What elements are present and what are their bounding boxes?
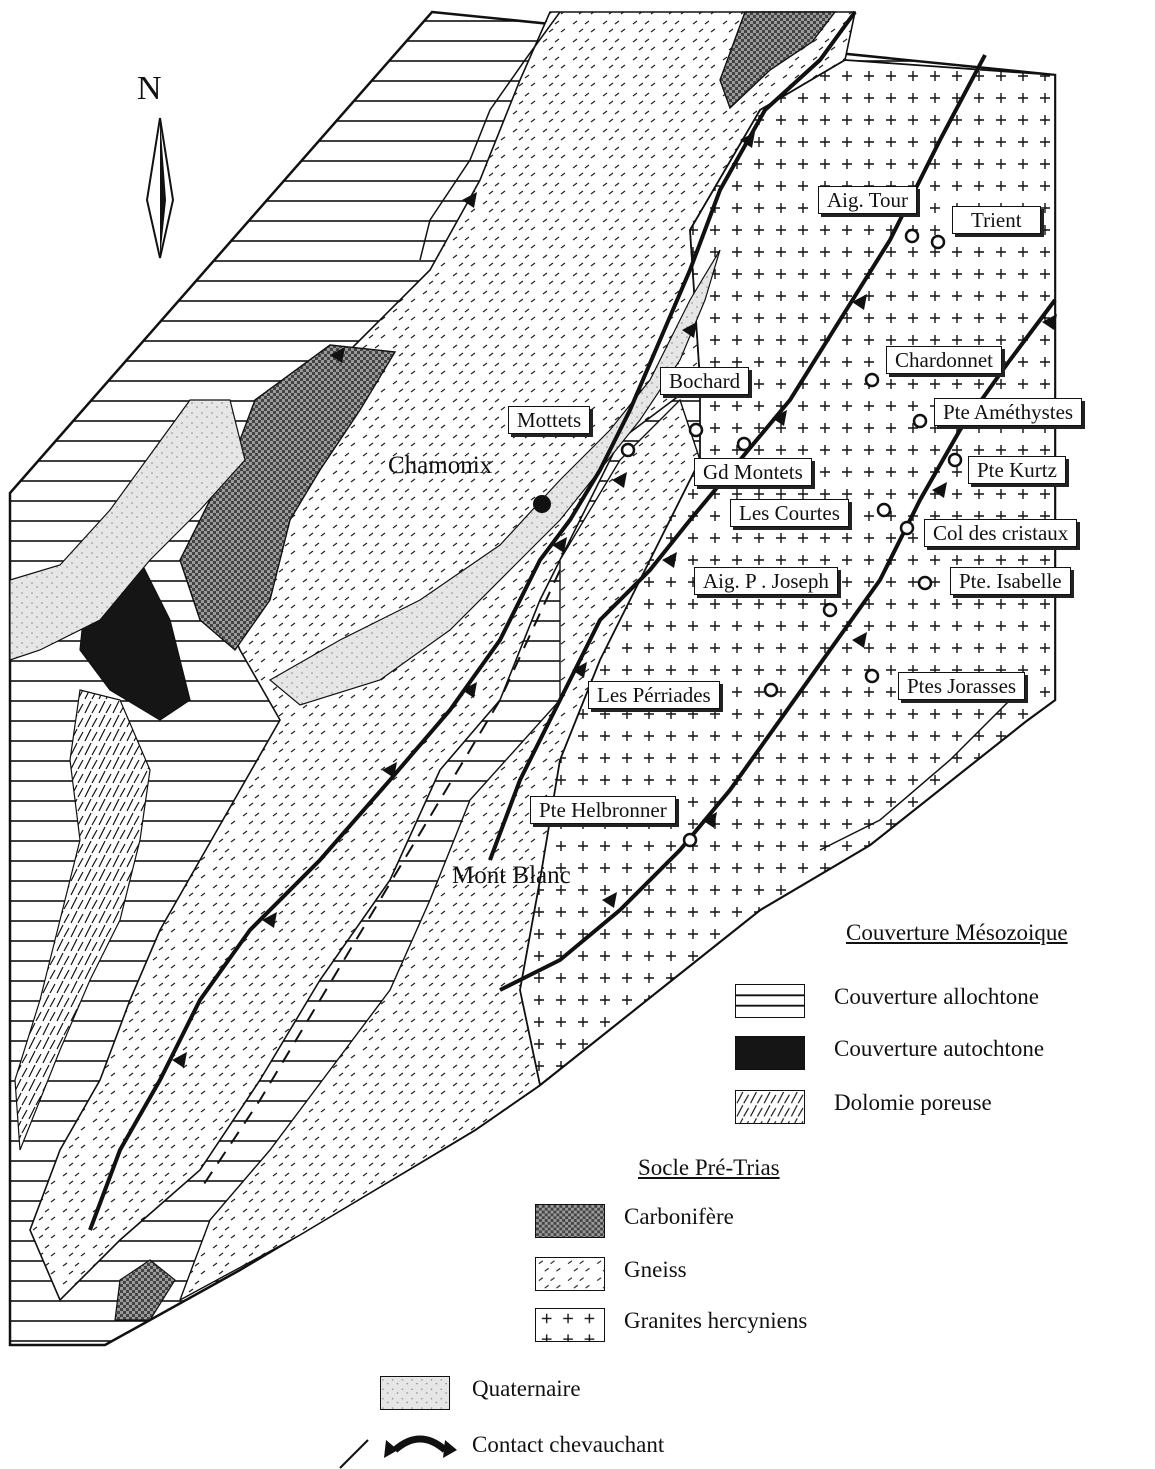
quaternary-zone	[9, 399, 246, 661]
legend-label-allochtone: Couverture allochtone	[834, 984, 1040, 1009]
legend-label-granites: Granites hercyniens	[624, 1308, 808, 1333]
place-label-les-courtes: Les Courtes	[730, 499, 849, 527]
place-label-aig-p-joseph: Aig. P . Joseph	[694, 567, 838, 595]
carboniferous-zone	[719, 11, 837, 110]
legend-swatch-granites	[535, 1308, 605, 1342]
city-label-chamonix: Chamonix	[388, 452, 493, 479]
place-label-ptes-jorasses: Ptes Jorasses	[898, 672, 1026, 700]
city-label-mont-blanc: Mont Blanc	[452, 862, 571, 889]
dolomie-zone	[14, 689, 151, 1151]
north-label: N	[137, 70, 162, 107]
legend-swatch-allochtone	[735, 984, 805, 1018]
thrust-teeth	[172, 132, 1057, 1068]
place-label-mottets: Mottets	[508, 406, 591, 434]
dashed-fault	[199, 569, 561, 1191]
legend-label-gneiss: Gneiss	[624, 1257, 687, 1282]
chamonix-marker	[533, 495, 551, 513]
place-label-bochard: Bochard	[660, 367, 750, 395]
place-label-pte-kurtz: Pte Kurtz	[968, 456, 1066, 484]
place-label-pte-isabelle: Pte. Isabelle	[950, 567, 1071, 595]
legend-swatch-carbonifere	[535, 1204, 605, 1238]
contact-legend-symbol-icon	[339, 1435, 457, 1469]
place-label-aig-tour: Aig. Tour	[818, 186, 917, 214]
legend-swatch-gneiss	[535, 1257, 605, 1291]
site-markers	[620, 228, 963, 848]
legend-heading-socle: Socle Pré-Trias	[638, 1155, 780, 1180]
legend-heading-cover: Couverture Mésozoique	[846, 920, 1068, 945]
place-label-gd-montets: Gd Montets	[694, 458, 812, 486]
legend-label-carbonifere: Carbonifère	[624, 1204, 734, 1229]
place-label-pte-helbronner: Pte Helbronner	[530, 796, 676, 824]
place-label-chardonnet: Chardonnet	[886, 346, 1002, 374]
legend-label-quaternaire: Quaternaire	[472, 1376, 581, 1401]
place-label-les-perriades: Les Pérriades	[588, 681, 720, 709]
carboniferous-zone-west	[179, 344, 397, 652]
north-arrow-icon	[145, 117, 175, 259]
legend-label-dolomie: Dolomie poreuse	[834, 1090, 992, 1115]
carboniferous-zone-south	[114, 1259, 176, 1321]
legend-swatch-autochtone	[735, 1036, 805, 1070]
place-label-trient: Trient	[952, 206, 1041, 234]
legend-swatch-quaternaire	[380, 1376, 450, 1410]
legend-label-contact: Contact chevauchant	[472, 1432, 665, 1457]
legend-swatch-dolomie	[735, 1090, 805, 1124]
place-label-pte-amethystes: Pte Améthystes	[934, 398, 1083, 426]
quaternary-valley	[268, 249, 721, 706]
legend-label-autochtone: Couverture autochtone	[834, 1036, 1045, 1061]
place-label-col-des-cristaux: Col des cristaux	[924, 519, 1078, 547]
